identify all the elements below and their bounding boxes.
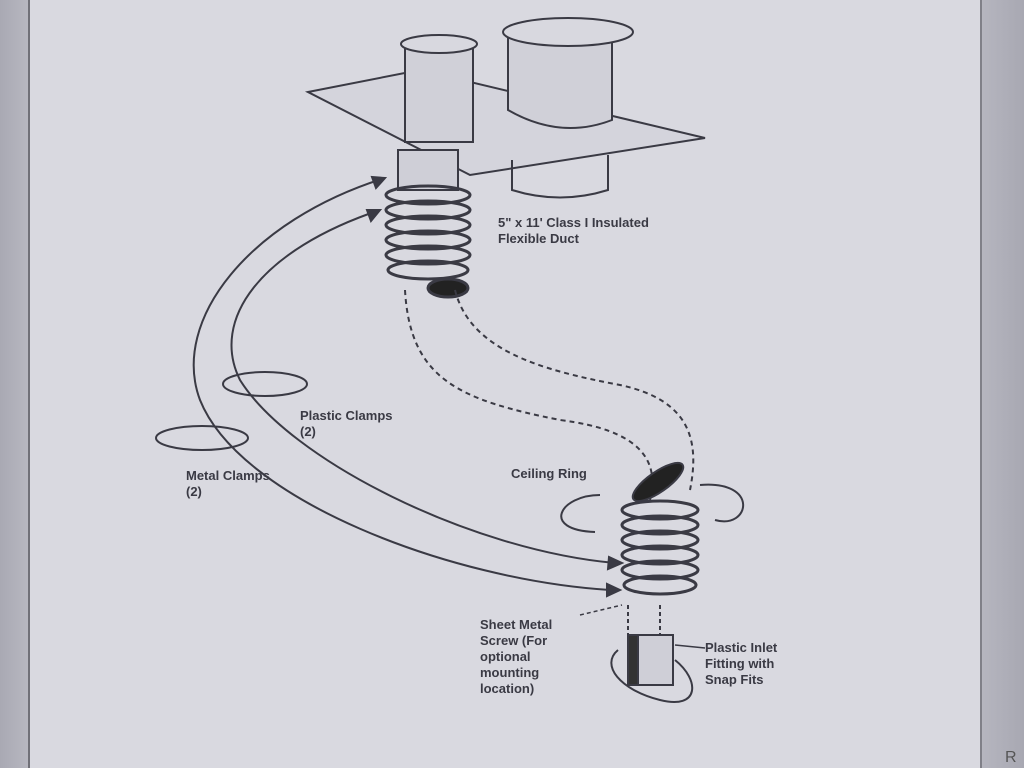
roof-cap-large (502, 17, 634, 199)
inlet-fitting-label: Plastic Inlet Fitting with Snap Fits (705, 640, 778, 687)
ceiling-ring (560, 461, 745, 533)
metal-clamps-label: Metal Clamps (2) (186, 468, 270, 499)
upper-duct-coil (384, 149, 472, 299)
ceiling-ring-label: Ceiling Ring (511, 466, 587, 481)
roof-plate (304, 68, 706, 177)
sheet-metal-screw-label: Sheet Metal Screw (For optional mounting… (480, 617, 553, 696)
clamp-arrows (192, 175, 625, 598)
duct-label: 5" x 11' Class I Insulated Flexible Duct (498, 215, 649, 246)
metal-clamp-ring (155, 425, 249, 451)
corner-text: R (1005, 749, 1017, 766)
plastic-clamp-ring (222, 371, 308, 397)
plastic-clamps-label: Plastic Clamps (2) (300, 408, 393, 439)
roof-cap-small (400, 34, 478, 143)
lower-duct-coil (620, 499, 700, 596)
inlet-fitting (579, 604, 706, 703)
flexible-duct (404, 289, 695, 501)
